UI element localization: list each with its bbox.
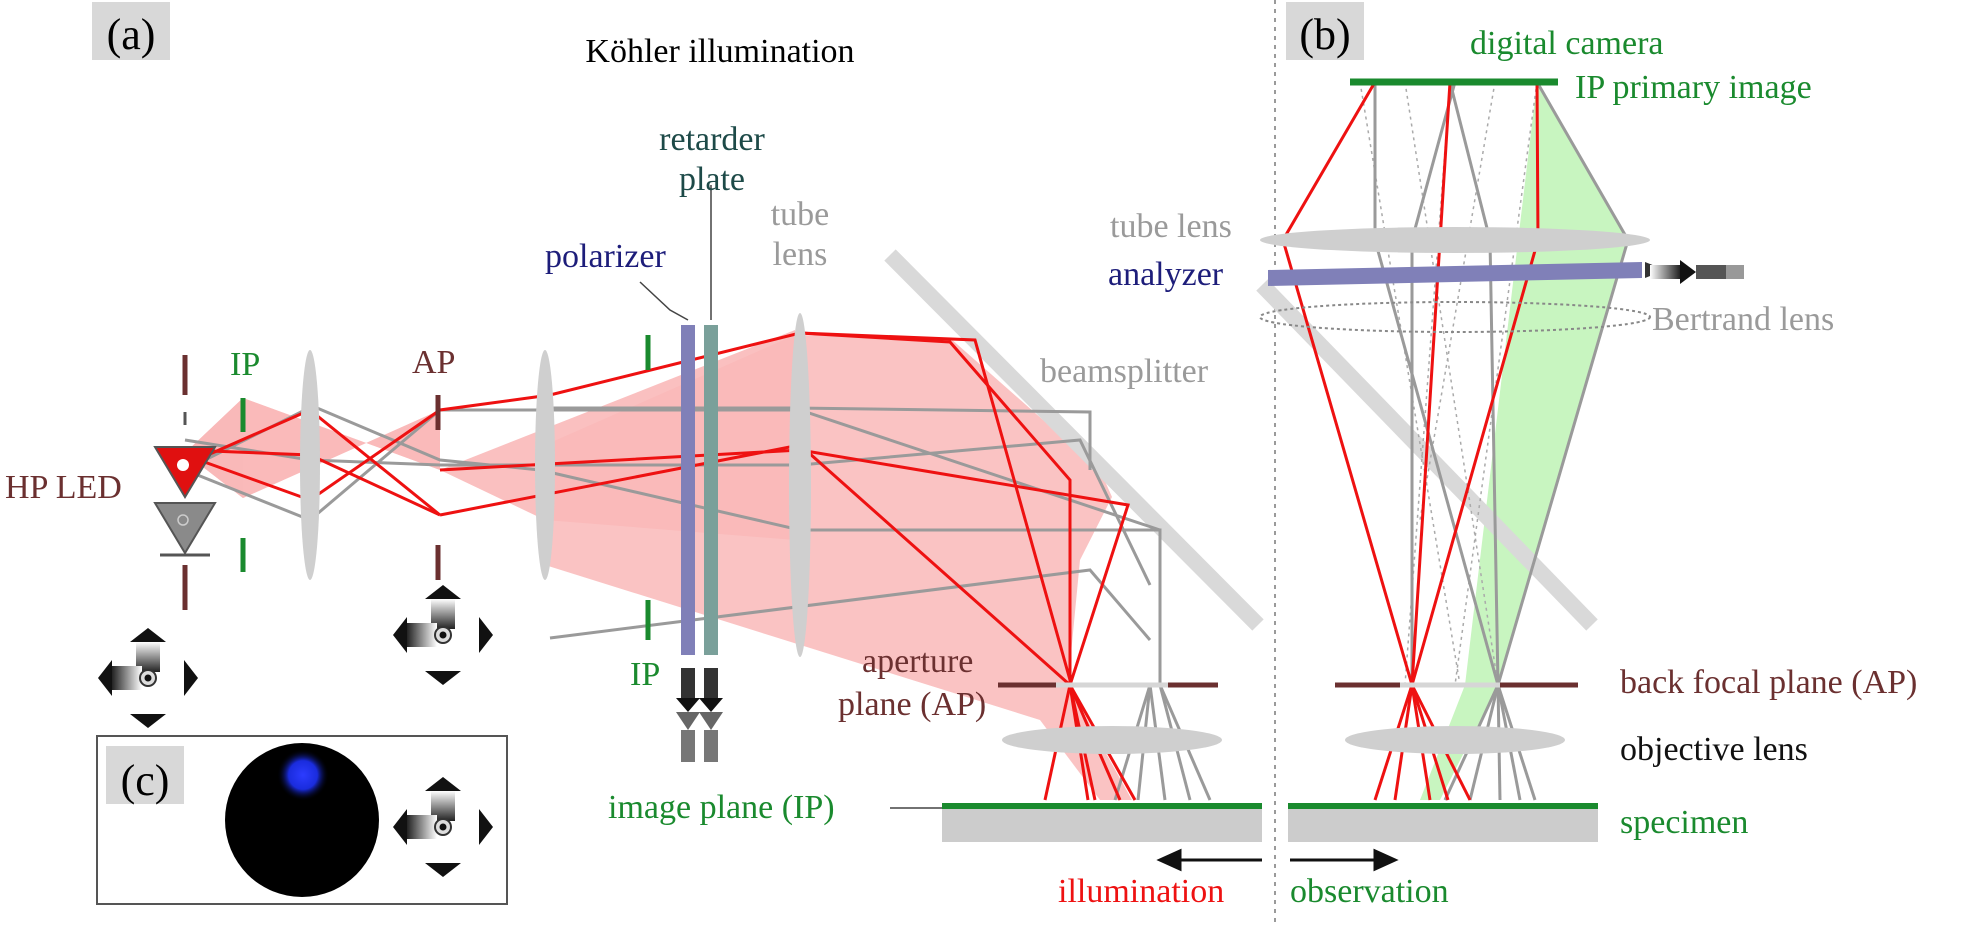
panel-c-frame [96,735,508,905]
led-move-arrows [97,627,199,729]
polarizer-label: polarizer [545,238,666,275]
tube-lens-label-1: tube [771,196,830,233]
specimen-slide-b [1288,808,1598,842]
hp-led-label: HP LED [5,469,122,506]
title: Köhler illumination [585,33,854,70]
specimen-label: specimen [1620,804,1748,841]
beamsplitter-label: beamsplitter [1040,353,1209,390]
aperture-move-arrows [392,584,494,686]
stops-brown [182,355,1218,688]
tube-lens-a [789,313,811,657]
ip-left-label: IP [230,346,260,383]
image-plane-label: image plane (IP) [608,789,835,826]
retarder-label-2: plate [679,161,745,198]
back-focal-plane-label: back focal plane (AP) [1620,664,1917,701]
aperture-plane-label-1: aperture [862,643,973,680]
bertrand-lens-label: Bertrand lens [1652,301,1834,338]
specimen-slide-a [942,808,1262,842]
observation-label: observation [1290,873,1449,910]
analyzer-label: analyzer [1108,256,1224,293]
tube-lens-b [1260,227,1650,253]
aperture-plane-label-2: plane (AP) [838,686,986,723]
digital-camera-label: digital camera [1470,25,1664,62]
leader-lines [639,185,942,809]
objective-lens-b [1345,726,1565,754]
tube-lens-b-label: tube lens [1110,208,1232,245]
ap-label: AP [412,344,455,381]
illumination-label: illumination [1058,873,1224,910]
panel-a-label-bg [92,2,170,60]
retarder-plate [704,325,718,655]
led-gray [153,502,217,557]
bertrand-lens [1259,301,1651,333]
panel-a-label: (a) [107,10,156,59]
objective-lens-a [1002,726,1222,754]
plate-slide-arrows [676,668,723,762]
panel-c-label: (c) [121,756,170,805]
direction-arrows [1156,848,1399,872]
led-red [153,412,217,499]
panel-b-label: (b) [1299,10,1350,59]
analyzer-slide-arrows [1650,260,1744,284]
collector-lens [300,350,320,580]
ip-bottom-label: IP [630,656,660,693]
panel-c-label-bg [106,746,184,804]
ip-primary-image-label: IP primary image [1575,69,1812,106]
panel-b-label-bg [1286,2,1364,60]
panel-c-move-arrows [392,776,494,878]
bfp-image-disk [225,743,379,897]
beam-fill-green [1420,82,1628,800]
retarder-label-1: retarder [659,121,765,158]
analyzer-plate [1268,262,1642,286]
tube-lens-label-2: lens [773,236,828,273]
ip-marks [240,335,651,640]
field-lens [535,350,555,580]
polarizer-plate [681,325,695,655]
objective-lens-label: objective lens [1620,731,1808,768]
led-spot [277,749,329,801]
